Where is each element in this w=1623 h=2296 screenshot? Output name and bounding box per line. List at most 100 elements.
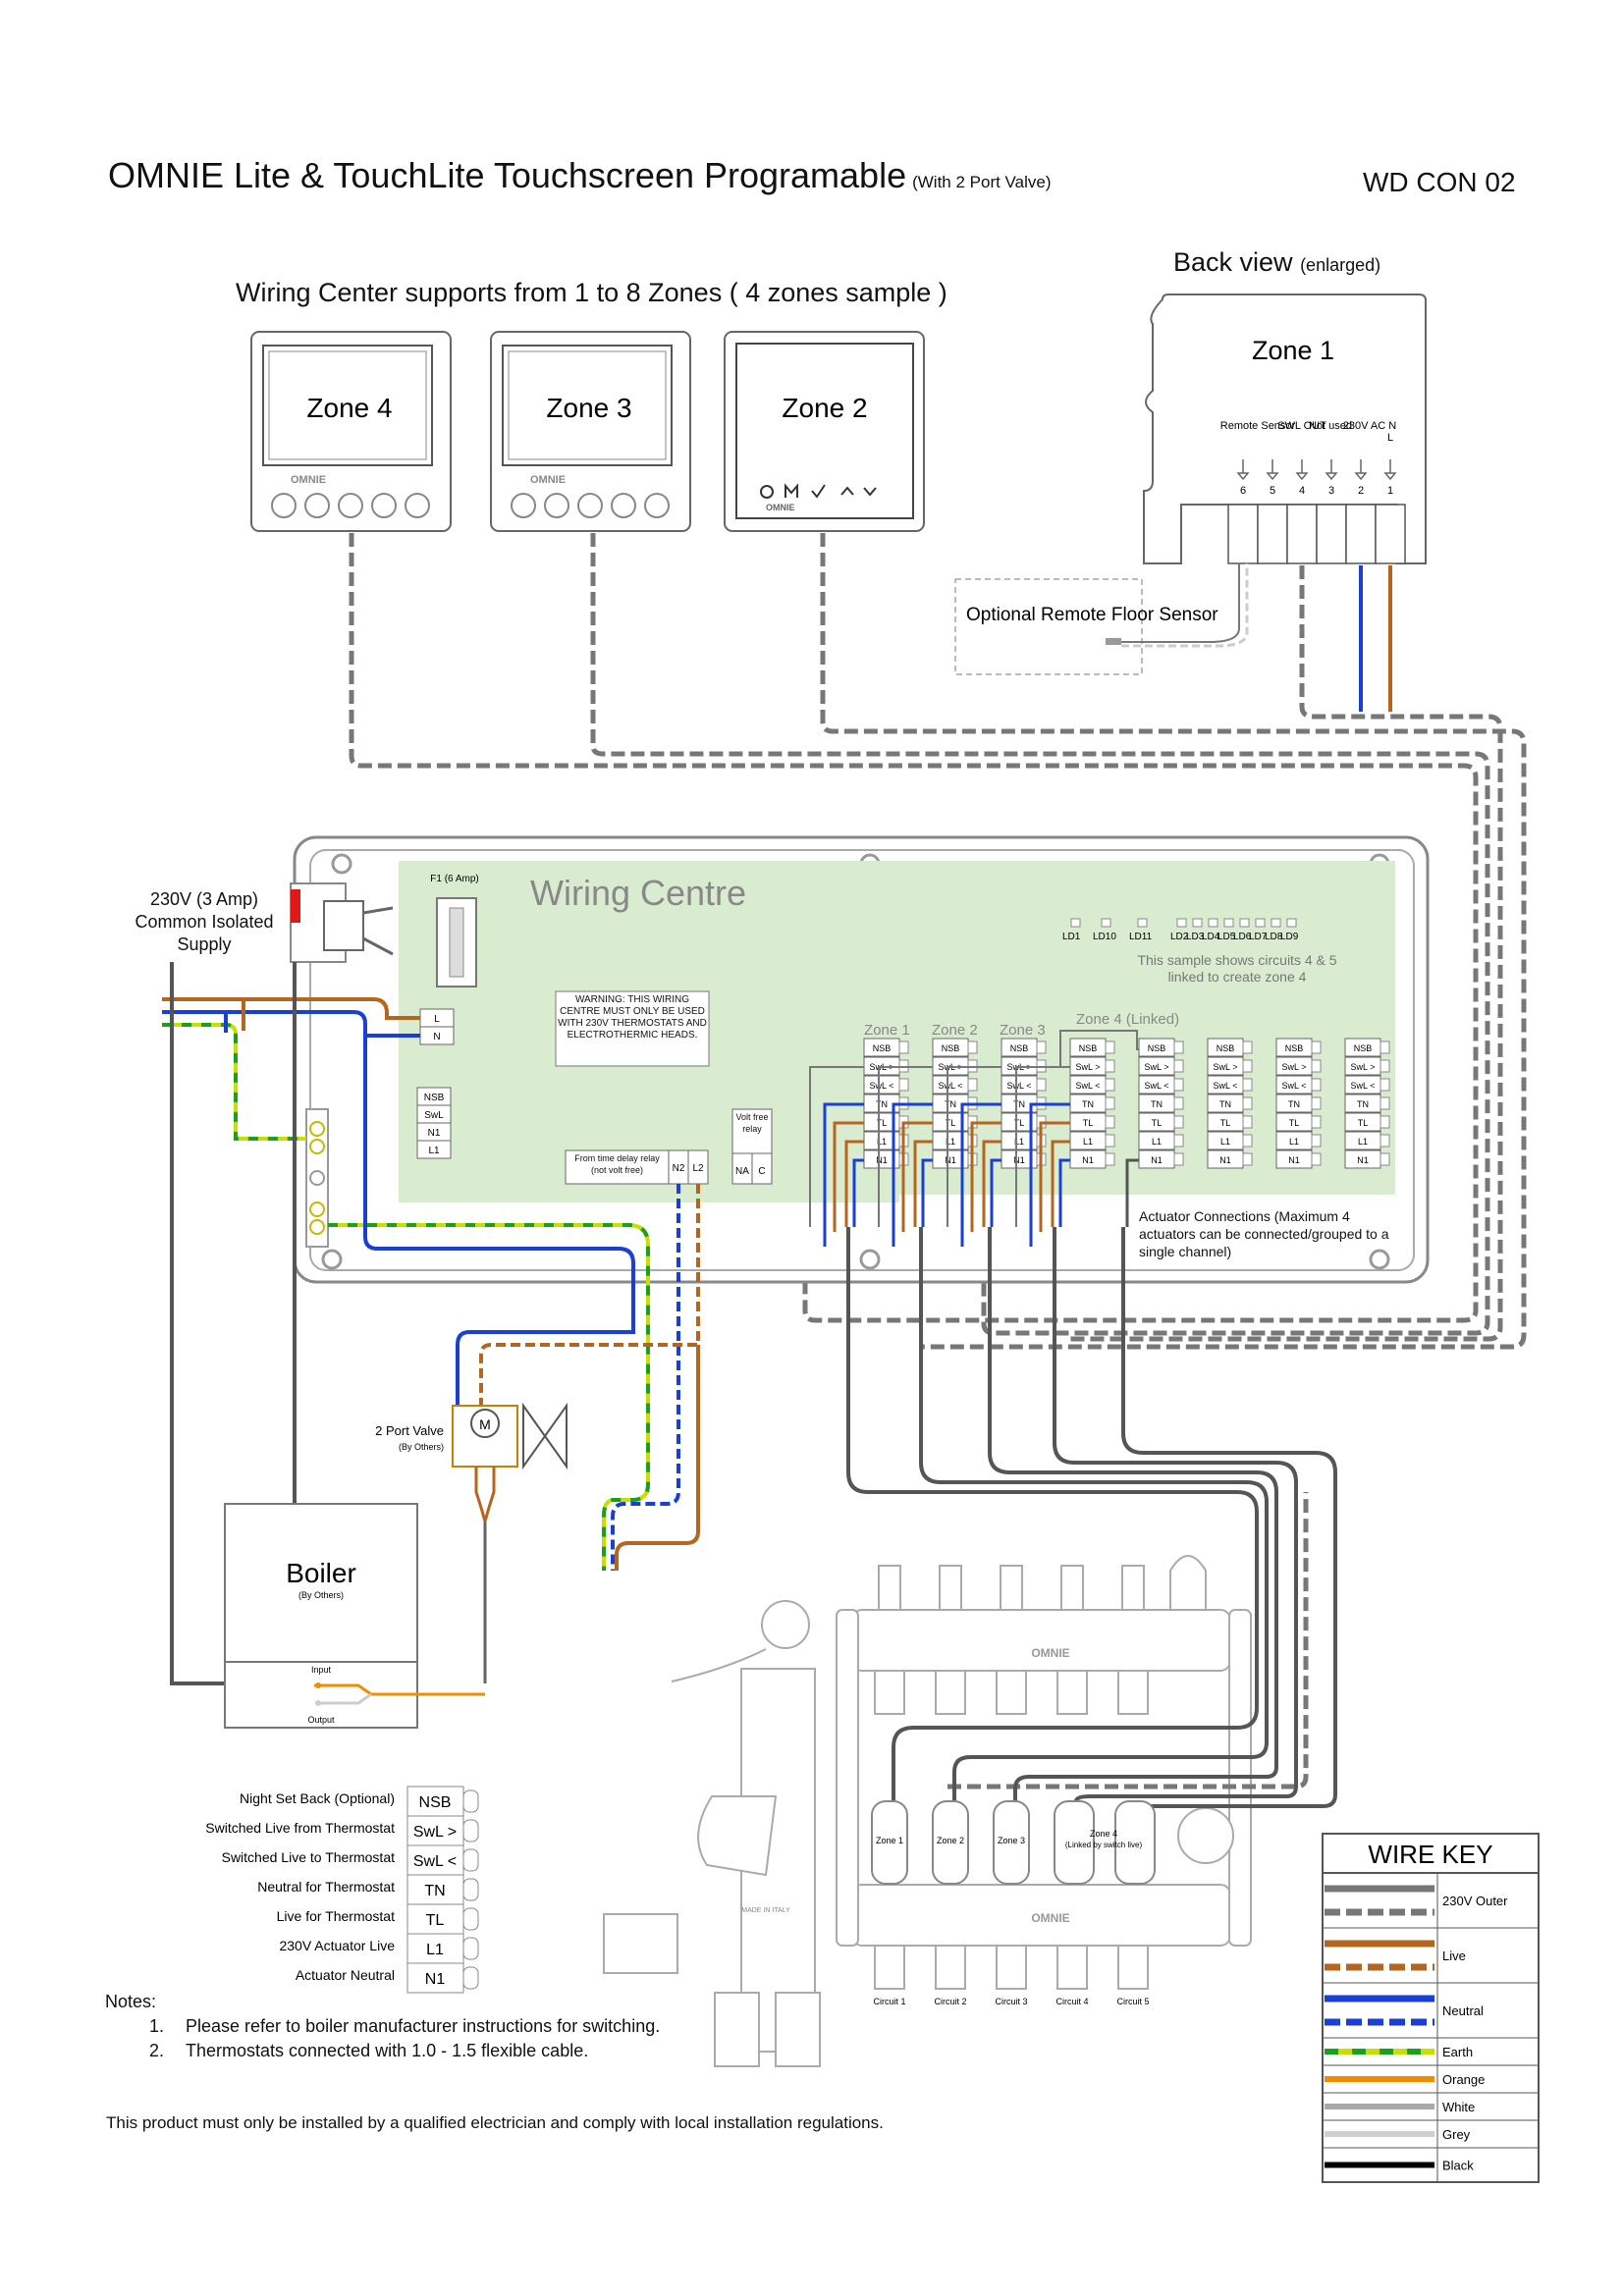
thermostat-zone-2: Zone 2 OMNIE	[724, 331, 925, 532]
zone-terminal: L1	[1014, 1137, 1024, 1147]
zone-terminal: L1	[877, 1137, 887, 1147]
actuator-label-zone-1: Zone 1	[876, 1836, 903, 1845]
zone-terminal: TL	[1220, 1118, 1231, 1128]
zone-terminal: L1	[1220, 1137, 1230, 1147]
actuator-cables	[846, 1227, 1337, 1817]
svg-text:L1: L1	[428, 1146, 440, 1156]
legend-desc: 230V Actuator Live	[279, 1938, 395, 1953]
zone-terminal: NSB	[1010, 1043, 1029, 1053]
terminal-legend: Night Set Back (Optional) NSB Switched Liv…	[205, 1786, 479, 1994]
zone-terminal: TN	[876, 1099, 888, 1109]
wire-key-title: WIRE KEY	[1368, 1840, 1492, 1869]
zone-terminal: SwL >	[1214, 1062, 1238, 1072]
legend-code: L1	[426, 1942, 444, 1958]
zone-terminal: TL	[1152, 1118, 1163, 1128]
wire-key-label: Black	[1442, 2159, 1474, 2173]
led-label: LD4	[1202, 932, 1220, 942]
legend-desc: Night Set Back (Optional)	[240, 1790, 395, 1806]
thermostat-zone-2-label: Zone 2	[782, 393, 867, 423]
zone-terminal: L1	[1152, 1137, 1162, 1147]
zone-terminal: N1	[1288, 1155, 1300, 1165]
actuator-label-zone-2: Zone 2	[937, 1836, 964, 1845]
thermostat-zone-4-brand: OMNIE	[291, 474, 326, 486]
terminal-l: L	[434, 1014, 440, 1025]
svg-text:NSB: NSB	[424, 1093, 445, 1103]
back-view-label: Back view (enlarged)	[1173, 247, 1381, 277]
boiler-input: Input	[311, 1665, 332, 1675]
zone-terminal: N1	[876, 1155, 888, 1165]
led-row: LD1 LD10 LD11 LD2 LD3 LD4 LD5 LD6 LD7 LD…	[1062, 918, 1299, 942]
led-label: LD7	[1249, 932, 1268, 942]
circuit-label-4: Circuit 4	[1055, 1997, 1088, 2006]
terminal-number-6: 6	[1240, 485, 1246, 497]
zone-header-4: Zone 4 (Linked)	[1076, 1011, 1179, 1028]
thermostat-zone-3-brand: OMNIE	[530, 474, 566, 486]
zone-terminal: SwL <	[939, 1081, 963, 1091]
zone1-mains-wires	[1359, 565, 1392, 712]
page-title: OMNIE Lite & TouchLite Touchscreen Progr…	[108, 155, 1052, 195]
back-view-zone-label: Zone 1	[1252, 336, 1334, 365]
led-label: LD9	[1280, 932, 1299, 942]
led-label: LD3	[1186, 932, 1205, 942]
legend-code: SwL >	[413, 1824, 457, 1841]
zone-terminal: SwL >	[1145, 1062, 1169, 1072]
supply-wiring	[162, 997, 700, 1571]
volt-free-label: Volt free relay	[735, 1112, 769, 1134]
thermostat-zone-3: Zone 3 OMNIE	[490, 331, 691, 532]
back-view-header-230v: 230V AC N	[1343, 420, 1396, 432]
valve-sub: (By Others)	[399, 1442, 444, 1452]
supply-label: 230V (3 Amp) Common Isolated Supply	[135, 889, 274, 954]
zone-header-3: Zone 3	[1000, 1022, 1046, 1039]
zone-terminal: TN	[1013, 1099, 1025, 1109]
actuator-heads	[871, 1800, 1156, 1885]
sample-note: This sample shows circuits 4 & 5 linked …	[1137, 952, 1337, 985]
zone-terminal: TL	[1289, 1118, 1300, 1128]
back-view-header-remote: Remote Sensor	[1220, 420, 1296, 432]
warning-box: WARNING: THIS WIRING CENTRE MUST ONLY BE…	[555, 990, 710, 1067]
terminal-number-5: 5	[1270, 485, 1275, 497]
zone-terminal: TN	[1219, 1099, 1231, 1109]
notes-heading: Notes:	[105, 1992, 157, 2011]
actuator-note: Actuator Connections (Maximum 4 actuator…	[1139, 1208, 1389, 1259]
svg-text:N1: N1	[428, 1128, 441, 1139]
boiler-sub: (By Others)	[298, 1590, 344, 1600]
zone-terminal: TL	[1358, 1118, 1369, 1128]
zone-terminal: SwL >	[1076, 1062, 1101, 1072]
remote-floor-sensor: Optional Remote Floor Sensor	[954, 563, 1249, 675]
wire-key-label: Neutral	[1442, 2003, 1484, 2018]
svg-text:SwL: SwL	[424, 1110, 444, 1121]
valve-label: 2 Port Valve	[375, 1423, 444, 1438]
zone-terminal: TN	[1151, 1099, 1163, 1109]
thermostat-zone-2-brand: OMNIE	[766, 503, 795, 512]
zone-terminal: NSB	[1217, 1043, 1235, 1053]
zone-header-1: Zone 1	[864, 1022, 910, 1039]
wire-key-label: Orange	[1442, 2072, 1485, 2087]
legend-code: N1	[425, 1971, 446, 1988]
thermostat-zone-3-label: Zone 3	[546, 393, 631, 423]
zone-header-2: Zone 2	[932, 1022, 978, 1039]
legend-code: TN	[424, 1883, 445, 1899]
time-delay-relay: From time delay relay (not volt free) N2…	[565, 1149, 709, 1185]
legend-code: TL	[426, 1912, 445, 1929]
led-label: LD11	[1129, 932, 1153, 942]
nsb-terminal-block: NSB SwL N1 L1	[416, 1087, 452, 1159]
zone-terminal: TL	[946, 1118, 956, 1128]
circuit-label-1: Circuit 1	[873, 1997, 905, 2006]
wire-key-label: 230V Outer	[1442, 1894, 1508, 1908]
wire-key-label: Grey	[1442, 2127, 1471, 2142]
led-label: LD5	[1217, 932, 1236, 942]
zone-terminal: NSB	[942, 1043, 960, 1053]
diagram-subtitle: Wiring Center supports from 1 to 8 Zones…	[236, 278, 947, 307]
wiring-centre-title: Wiring Centre	[530, 873, 746, 913]
zone-terminal: SwL >	[1351, 1062, 1376, 1072]
zone-terminal: NSB	[1285, 1043, 1304, 1053]
made-in-label: MADE IN ITALY	[741, 1907, 790, 1914]
thermostat-zone-4: Zone 4 OMNIE	[250, 331, 452, 532]
legend-desc: Switched Live to Thermostat	[222, 1849, 395, 1865]
legend-desc: Live for Thermostat	[277, 1908, 395, 1924]
actuator-label-zone-4: Zone 4	[1090, 1829, 1117, 1839]
legend-desc: Neutral for Thermostat	[257, 1879, 395, 1895]
zone-terminal: N1	[1013, 1155, 1025, 1165]
zone-terminal: N1	[1357, 1155, 1369, 1165]
legend-code: NSB	[419, 1794, 452, 1811]
